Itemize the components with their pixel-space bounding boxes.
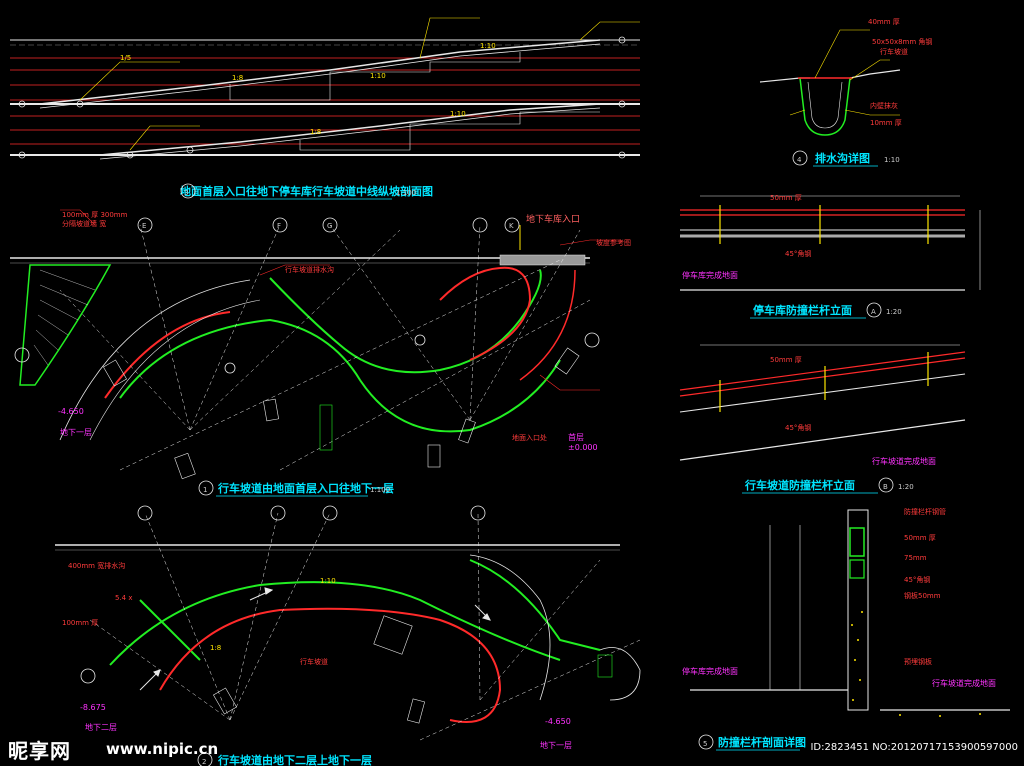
svg-text:1/5: 1/5 [120,54,131,62]
svg-text:坡度参考图: 坡度参考图 [596,238,631,247]
v2-b2-elev: -8.675 [80,703,106,712]
svg-text:50mm 厚: 50mm 厚 [770,356,802,364]
svg-text:50mm 厚: 50mm 厚 [904,534,936,542]
view-4-number: 4 [797,156,802,164]
svg-text:钢板50mm: 钢板50mm [904,591,941,600]
svg-text:100mm 厚: 100mm 厚 [62,619,98,627]
svg-text:100mm 厚 300mm: 100mm 厚 300mm [62,211,128,219]
view-b-scale: 1:20 [898,483,914,491]
view-5-title: 防撞栏杆剖面详图 [718,735,806,749]
view-a-number: A [871,308,876,316]
v2-b2-label: 地下二层 [85,722,117,732]
watermark-id: ID:2823451 NO:20120717153900597000 [808,742,1020,753]
svg-text:400mm 宽排水沟: 400mm 宽排水沟 [68,561,125,570]
svg-text:1:8: 1:8 [310,128,321,136]
vb-ramp-floor: 行车坡道完成地面 [872,456,936,466]
view-1-title: 行车坡道由地面首层入口往地下一层 [217,481,394,495]
view-1-scale: 1:100 [370,486,390,494]
svg-text:1:10: 1:10 [370,72,386,80]
view-3-section: 1/5 1:8 1:10 1:10 1:8 1:10 地面首层入口往地下停车库行车坡道… [10,17,640,200]
svg-text:10mm 厚: 10mm 厚 [870,119,902,127]
view-3-scale: 1:100 [396,189,416,197]
view-a-scale: 1:20 [886,308,902,316]
view-b-number: B [883,483,888,491]
view-4-scale: 1:10 [884,156,900,164]
watermark-brand: 昵享网 [8,739,71,763]
view-2-title: 行车坡道由地下二层上地下一层 [217,753,372,766]
svg-text:1:10: 1:10 [480,42,496,50]
svg-text:40mm 厚: 40mm 厚 [868,18,900,26]
view-2-number: 2 [202,758,206,766]
grid-e: E [142,222,146,230]
grid-f: F [277,222,281,230]
v1-b1-elev: -4.650 [58,407,84,416]
svg-text:45°角钢: 45°角钢 [785,249,811,258]
v1-f1-elev: ±0.000 [568,443,598,452]
v5-ramp-floor: 行车坡道完成地面 [932,678,996,688]
view-b-guardrail: 50mm 厚 45°角钢 行车坡道完成地面 B 行车坡道防撞栏杆立面 1:20 [679,344,966,494]
view-2-ramp-plan: 400mm 宽排水沟 5.4 x 100mm 厚 行车坡道 1:10 1:8 地下… [55,505,641,766]
svg-text:50x50x8mm 角钢: 50x50x8mm 角钢 [872,37,932,46]
view-b-title: 行车坡道防撞栏杆立面 [744,478,855,492]
svg-text:防撞栏杆钢管: 防撞栏杆钢管 [904,507,946,516]
svg-text:1:10: 1:10 [450,110,466,118]
entrance-label: 地下车库入口 [526,213,580,225]
svg-text:75mm: 75mm [904,554,927,562]
v1-f1-label: 首层 [568,432,584,442]
svg-text:1:8: 1:8 [210,644,221,652]
svg-text:45°角钢: 45°角钢 [785,423,811,432]
view-a-guardrail: 50mm 厚 45°角钢 停车库完成地面 A 停车库防撞栏杆立面 1:20 [680,194,981,319]
watermark-site: www.nipic.cn [106,740,219,758]
view-1-number: 1 [203,486,207,494]
svg-text:内壁抹灰: 内壁抹灰 [870,101,898,110]
svg-text:5.4 x: 5.4 x [115,594,133,602]
view-3-number: 3 [184,189,188,197]
v2-b1-elev: -4.650 [545,717,571,726]
svg-text:1:10: 1:10 [320,577,336,585]
svg-text:50mm 厚: 50mm 厚 [770,194,802,202]
svg-text:45°角钢: 45°角钢 [904,575,930,584]
va-garage-floor: 停车库完成地面 [682,270,738,280]
svg-text:分隔坡道墙 宽: 分隔坡道墙 宽 [62,219,106,228]
svg-text:1:8: 1:8 [232,74,243,82]
view-a-title: 停车库防撞栏杆立面 [753,303,852,317]
grid-g: G [327,222,332,230]
svg-text:行车坡道排水沟: 行车坡道排水沟 [285,265,334,274]
svg-text:地面入口处: 地面入口处 [512,433,547,442]
svg-text:预埋钢板: 预埋钢板 [904,657,932,666]
svg-text:行车坡道: 行车坡道 [880,47,908,56]
view-3-title: 地面首层入口往地下停车库行车坡道中线纵坡剖面图 [180,184,433,198]
svg-text:行车坡道: 行车坡道 [300,657,328,666]
grid-k: K [509,222,514,230]
v1-b1-label: 地下一层 [60,427,92,437]
v5-garage-floor: 停车库完成地面 [682,666,738,676]
view-1-ramp-plan: E F G K 地下车库入口 地下一层 -4.650 首层 ±0.000 [10,209,631,497]
v2-b1-label: 地下一层 [540,740,572,750]
view-5-number: 5 [703,740,707,748]
view-4-title: 排水沟详图 [815,151,870,165]
view-5-guardrail-section: 防撞栏杆钢管 50mm 厚 75mm 45°角钢 钢板50mm 预埋钢板 停车库完成地… [682,507,1010,751]
